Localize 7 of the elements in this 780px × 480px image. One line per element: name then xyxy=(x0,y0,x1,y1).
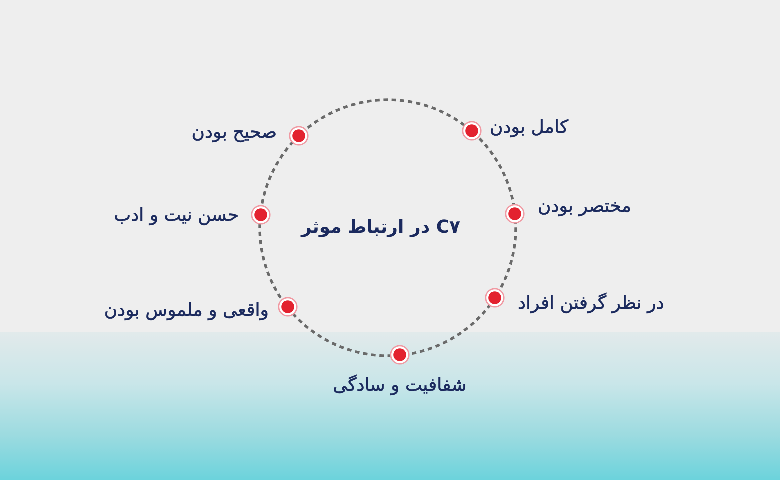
item-label: صحیح بودن xyxy=(192,121,277,145)
item-label: حسن نیت و ادب xyxy=(114,204,239,228)
item-label: واقعی و ملموس بودن xyxy=(104,299,269,323)
item-label: در نظر گرفتن افراد xyxy=(518,292,664,316)
item-label: مختصر بودن xyxy=(538,195,632,219)
item-label: کامل بودن xyxy=(490,116,569,140)
item-label: شفافیت و سادگی xyxy=(333,374,467,398)
